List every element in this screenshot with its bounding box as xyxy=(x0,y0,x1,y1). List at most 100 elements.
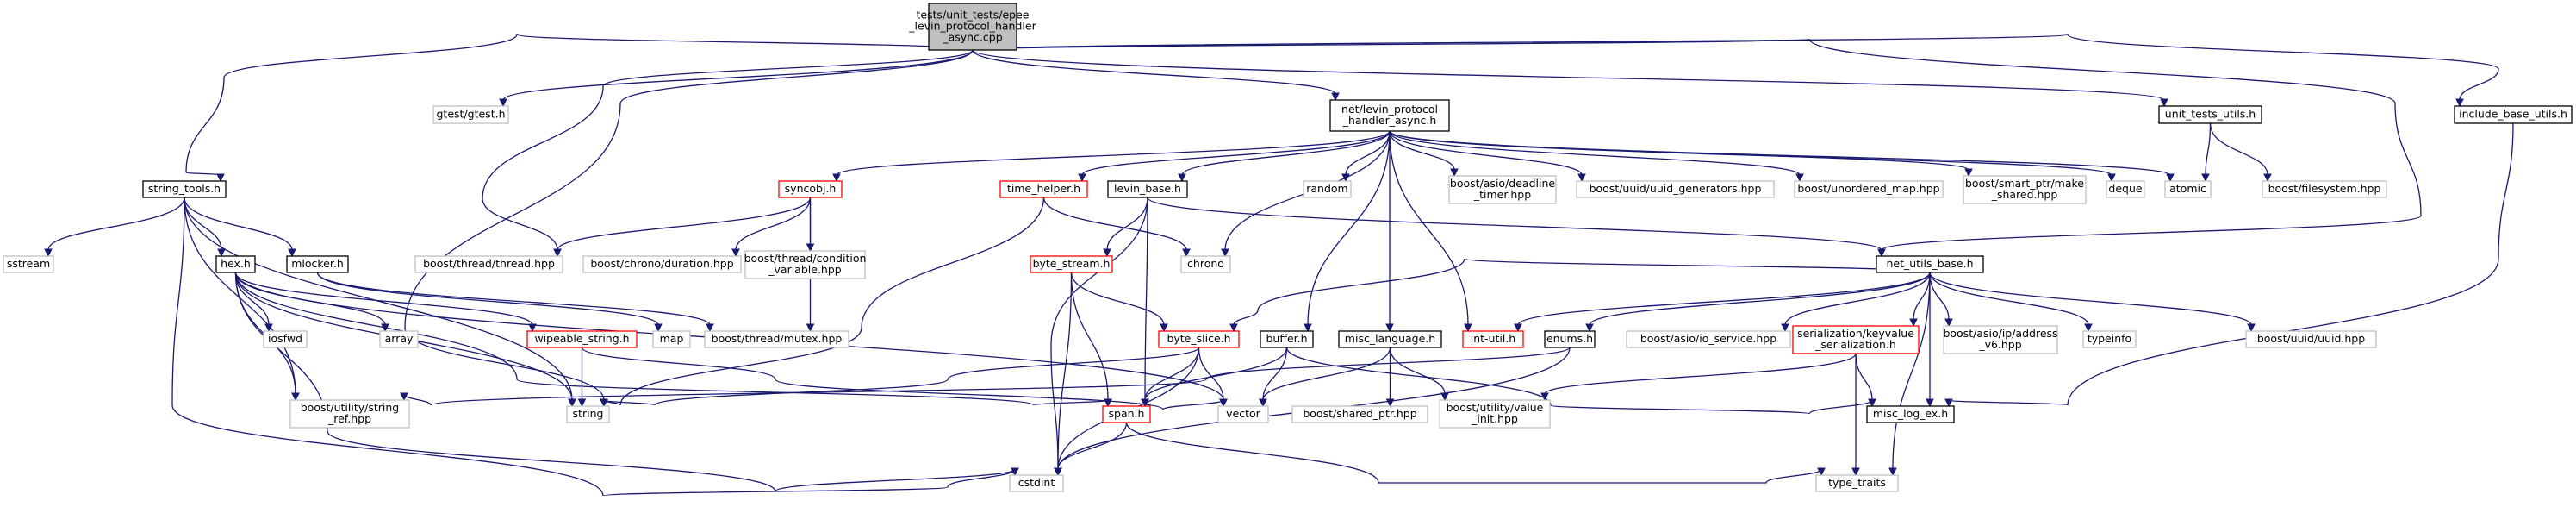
node-type-traits: type_traits xyxy=(1815,474,1899,492)
edge-levin_base-to-byte_stream xyxy=(1103,197,1148,258)
edge-arrowhead xyxy=(706,323,714,333)
node-label: boost/utility/string xyxy=(301,401,400,414)
node-wipeable-string[interactable]: wipeable_string.h xyxy=(526,330,638,348)
node-span[interactable]: span.h xyxy=(1102,405,1151,423)
edge-line xyxy=(316,272,711,326)
node-deadline-timer: boost/asio/deadline_timer.hpp xyxy=(1448,175,1557,204)
edge-root-to-include_base_utils xyxy=(972,34,2499,108)
node-string: string xyxy=(566,405,610,423)
edge-root-to-levin_async xyxy=(972,49,1340,102)
edge-line xyxy=(316,272,659,326)
node-label: wipeable_string.h xyxy=(534,332,629,345)
edge-line xyxy=(502,49,974,101)
edge-levin_async-to-uuid_gen xyxy=(1389,130,1586,183)
node-int-util[interactable]: int-util.h xyxy=(1462,330,1524,348)
edge-line xyxy=(184,197,222,251)
node-misc-language[interactable]: misc_language.h xyxy=(1338,330,1442,348)
node-string-tools[interactable]: string_tools.h xyxy=(142,180,227,198)
node-hex[interactable]: hex.h xyxy=(215,255,256,273)
edge-arrowhead xyxy=(400,392,408,402)
node-box xyxy=(1876,255,1984,273)
node-include-base-utils[interactable]: include_base_utils.h xyxy=(2454,105,2573,124)
edge-levin_async-to-buffer xyxy=(1304,130,1391,333)
edge-line xyxy=(603,197,1045,406)
edge-line xyxy=(1262,347,1288,401)
node-box xyxy=(1217,405,1269,423)
node-unit-tests-utils[interactable]: unit_tests_utils.h xyxy=(2158,105,2262,124)
node-box xyxy=(526,330,638,348)
edge-levin_async-to-time_helper xyxy=(1078,130,1391,183)
node-box xyxy=(1338,330,1442,348)
edge-kv_serialization-to-misc_log_ex xyxy=(1855,353,1876,408)
node-label: type_traits xyxy=(1828,476,1886,489)
edge-root-to-string xyxy=(404,49,974,408)
node-syncobj[interactable]: syncobj.h xyxy=(778,180,843,198)
node-label: unit_tests_utils.h xyxy=(2165,108,2256,121)
edge-line xyxy=(1589,272,1931,326)
node-box xyxy=(2106,180,2145,198)
node-label: _handler_async.h xyxy=(1342,114,1437,127)
node-kv-serialization[interactable]: serialization/keyvalue_serialization.h xyxy=(1792,325,1920,354)
edge-net_utils_base-to-type_traits xyxy=(1888,272,1931,477)
node-box xyxy=(379,330,419,348)
node-label: hex.h xyxy=(221,257,251,270)
node-net-utils-base[interactable]: net_utils_base.h xyxy=(1876,255,1984,273)
edge-arrowhead xyxy=(1221,248,1229,258)
node-label: net_utils_base.h xyxy=(1887,257,1974,270)
edge-root-to-string_tools xyxy=(185,34,974,183)
edge-arrowhead xyxy=(806,323,815,333)
edge-line xyxy=(972,38,2422,251)
node-label: chrono xyxy=(1187,257,1224,270)
node-label: buffer.h xyxy=(1266,332,1307,345)
node-byte-stream[interactable]: byte_stream.h xyxy=(1030,255,1113,273)
node-box xyxy=(1030,255,1113,273)
edge-arrowhead xyxy=(1540,392,1549,402)
edge-arrowhead xyxy=(1011,467,1019,477)
edge-line xyxy=(234,272,1016,492)
node-enums[interactable]: enums.h xyxy=(1544,330,1596,348)
edge-line xyxy=(1262,347,1391,401)
edge-net_utils_base-to-io_service xyxy=(1781,272,1931,333)
edge-arrowhead xyxy=(1795,173,1804,183)
edge-line xyxy=(1389,130,1583,176)
node-box xyxy=(1439,399,1551,429)
node-chrono-duration: boost/chrono/duration.hpp xyxy=(582,255,742,273)
edge-enums-to-string_ref xyxy=(400,347,1571,406)
edge-arrowhead xyxy=(1229,323,1238,333)
edge-net_utils_base-to-misc_log_ex xyxy=(1926,272,1934,408)
edge-arrowhead xyxy=(1964,168,1973,178)
edge-arrowhead xyxy=(1182,248,1191,258)
edge-arrowhead xyxy=(1944,398,1953,408)
node-byte-slice[interactable]: byte_slice.h xyxy=(1158,330,1240,348)
node-levin-async[interactable]: net/levin_protocol_handler_async.h xyxy=(1329,99,1450,132)
node-box xyxy=(1329,99,1450,132)
edge-arrowhead xyxy=(1141,398,1149,408)
edge-unit_tests_utils-to-atomic xyxy=(2201,122,2212,183)
node-time-helper[interactable]: time_helper.h xyxy=(999,180,1088,198)
nodes-layer: tests/unit_tests/epee_levin_protocol_han… xyxy=(3,3,2573,492)
node-misc-log-ex[interactable]: misc_log_ex.h xyxy=(1866,405,1955,423)
node-gtest: gtest/gtest.h xyxy=(432,105,509,124)
node-label: boost/uuid/uuid.hpp xyxy=(2257,332,2365,345)
node-box xyxy=(2158,105,2262,124)
edge-byte_slice-to-span xyxy=(1141,347,1200,408)
edge-arrowhead xyxy=(1464,323,1472,333)
node-levin-base[interactable]: levin_base.h xyxy=(1107,180,1188,198)
node-label: include_base_utils.h xyxy=(2459,108,2567,121)
node-box xyxy=(2082,330,2137,348)
node-box xyxy=(215,255,256,273)
node-chrono: chrono xyxy=(1180,255,1231,273)
edge-line xyxy=(1948,122,2514,406)
edge-line xyxy=(1106,197,1148,251)
edge-line xyxy=(2205,122,2212,176)
edge-line xyxy=(972,49,2165,101)
edge-span-to-cstdint xyxy=(1054,422,1128,477)
node-buffer[interactable]: buffer.h xyxy=(1260,330,1314,348)
node-label: int-util.h xyxy=(1471,332,1515,345)
node-box xyxy=(1576,180,1775,198)
edge-wipeable_string-to-string xyxy=(577,347,587,408)
edge-line xyxy=(1181,130,1391,176)
node-mlocker[interactable]: mlocker.h xyxy=(286,255,349,273)
node-label: string xyxy=(573,407,604,420)
edge-line xyxy=(234,272,270,326)
